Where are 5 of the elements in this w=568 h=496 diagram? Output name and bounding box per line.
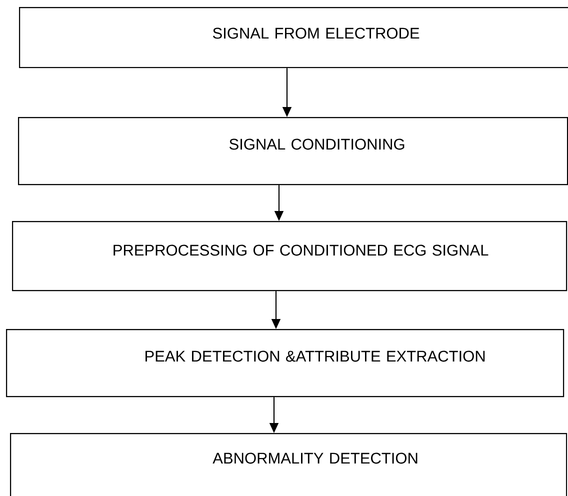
process-box: PEAK DETECTION &ATTRIBUTE EXTRACTION xyxy=(6,329,564,398)
process-box: ABNORMALITY DETECTION xyxy=(10,433,568,496)
process-box: SIGNAL FROM ELECTRODE xyxy=(19,7,568,68)
process-box: SIGNAL CONDITIONING xyxy=(18,117,568,186)
process-box: PREPROCESSING OF CONDITIONED ECG SIGNAL xyxy=(12,221,568,292)
